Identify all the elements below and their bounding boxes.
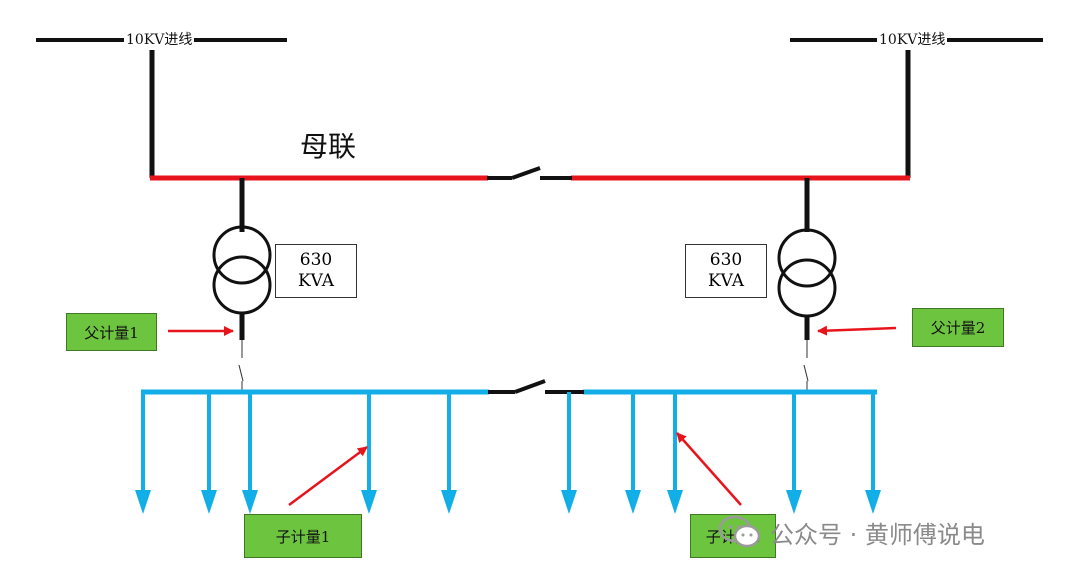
- watermark: 公众号 · 黄师傅说电: [718, 514, 985, 550]
- transformer-rating-left: 630 KVA: [275, 244, 357, 298]
- feeder-9: [786, 392, 802, 514]
- parent-meter-label-right: 父计量2: [912, 308, 1004, 347]
- transformer-rating-right: 630 KVA: [685, 244, 767, 298]
- transformer-right-symbol: [777, 228, 837, 318]
- feeder-2: [201, 392, 217, 514]
- sub-meter-arrow-right: [676, 432, 742, 506]
- hv-tie-switch: [487, 166, 572, 180]
- sub-meter-arrow-left: [288, 445, 368, 507]
- sub-meter-label-left: 子计量1: [244, 514, 362, 558]
- feeder-6: [561, 392, 577, 514]
- feeder-3: [242, 392, 258, 514]
- feeder-1: [135, 392, 151, 514]
- transformer-right-kva-value: 630: [709, 249, 743, 270]
- watermark-text: 公众号 · 黄师傅说电: [770, 520, 985, 549]
- transformer-left-kva-unit: KVA: [297, 271, 335, 291]
- feeder-8: [667, 392, 683, 514]
- lv-breaker-left: [238, 340, 244, 392]
- parent-meter-arrow-right: [817, 325, 897, 336]
- transformer-left-symbol: [212, 225, 272, 315]
- sub-meter-label-right: 子计量2: [690, 514, 776, 558]
- incoming-label-left: 10KV进线: [124, 32, 195, 48]
- incoming-label-right: 10KV进线: [877, 32, 948, 48]
- bus-tie-label: 母联: [300, 130, 357, 163]
- feeder-group: [135, 392, 881, 514]
- feeder-5: [441, 392, 457, 514]
- lv-tie-switch: [488, 379, 584, 394]
- transformer-right-kva-unit: KVA: [707, 271, 745, 291]
- feeder-7: [625, 392, 641, 514]
- lv-breaker-right: [803, 340, 809, 392]
- feeder-10: [865, 392, 881, 514]
- wechat-icon: [718, 515, 761, 548]
- transformer-left-kva-value: 630: [299, 249, 333, 270]
- feeder-4: [361, 392, 377, 514]
- parent-meter-label-left: 父计量1: [66, 313, 157, 351]
